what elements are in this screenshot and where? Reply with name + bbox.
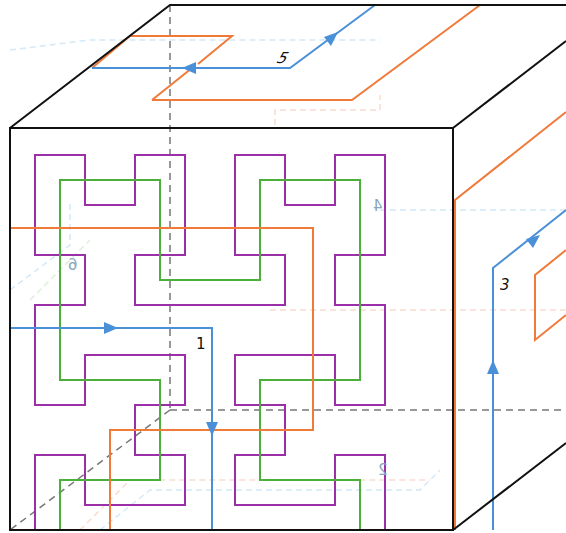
face-number: 2 [376,462,390,479]
face-number: 5 [273,50,293,67]
face-number: 6 [66,257,80,274]
face-number: 3 [498,277,512,294]
hilbert-curve [35,155,385,530]
face-number: 1 [194,336,208,353]
face-number: 4 [371,198,385,215]
hilbert-curve [60,180,360,530]
